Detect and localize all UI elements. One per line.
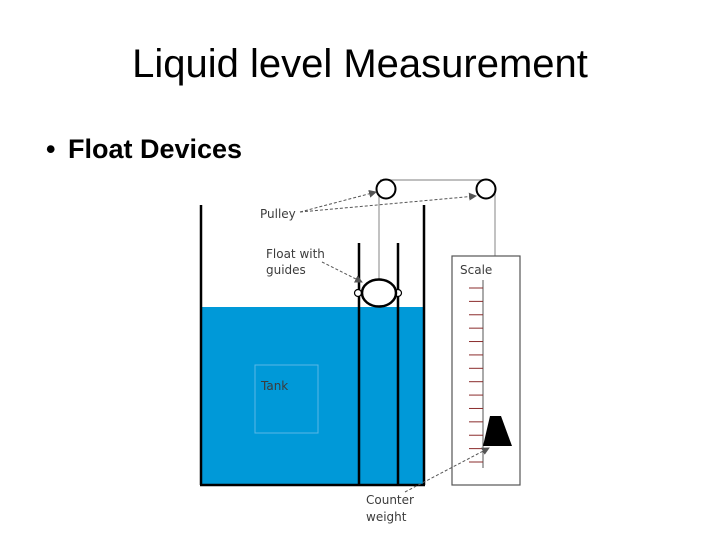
counterweight-label-line1: Counter — [366, 493, 414, 507]
scale-board — [451, 255, 521, 486]
float — [353, 278, 403, 308]
pulley-label: Pulley — [260, 207, 296, 221]
bullet-item: • Float Devices — [46, 134, 242, 165]
tank-walls — [199, 205, 426, 487]
float-guides — [357, 243, 400, 485]
bullet-text: Float Devices — [68, 134, 243, 164]
scale-ticks — [469, 287, 483, 463]
counterweight — [483, 416, 512, 446]
bullet-dot-icon: • — [46, 134, 56, 164]
scale-label: Scale — [460, 263, 492, 277]
pulley-right — [475, 178, 497, 200]
tank-label: Tank — [260, 379, 288, 393]
pulley-left — [375, 178, 397, 200]
counterweight-label-line2: weight — [366, 510, 407, 524]
slide-title: Liquid level Measurement — [132, 42, 588, 86]
tank-liquid — [201, 307, 424, 485]
float-label-line2: guides — [266, 263, 306, 277]
tank-label-box — [254, 364, 319, 434]
float-label-line1: Float with — [266, 247, 325, 261]
leader-arrows — [299, 189, 490, 493]
